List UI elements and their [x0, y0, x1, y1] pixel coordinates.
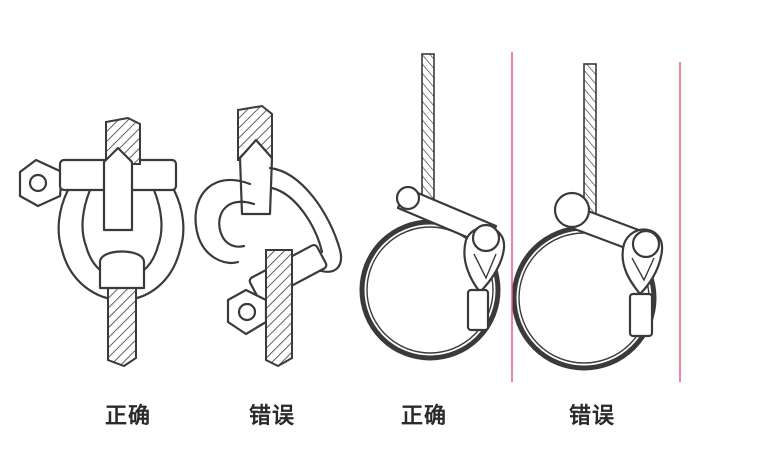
ferrule-sleeve [466, 288, 490, 332]
sling-tip-upper [238, 138, 274, 216]
shackle-body-inner [218, 200, 256, 248]
caption-shackle-correct: 正确 [104, 404, 151, 429]
caption-shackle-wrong: 错误 [248, 404, 295, 429]
upper-sling [237, 104, 273, 161]
thimble-correct-figure [359, 53, 506, 361]
shackle-body-outer [194, 178, 252, 264]
shackle-body-right-inner [270, 186, 324, 254]
sling-tip-upper [102, 146, 134, 232]
thimble-pin [471, 223, 501, 253]
wire-rope [421, 53, 435, 213]
lower-hook-loop [98, 250, 146, 290]
ferrule-sleeve [628, 292, 654, 338]
bar-end-left [395, 185, 421, 211]
shackle-pin-eye [28, 173, 48, 193]
caption-thimble-correct: 正确 [400, 404, 447, 429]
shackle-wrong-figure [194, 104, 343, 368]
thimble-wrong-figure [511, 63, 664, 371]
shackle-correct-figure [18, 116, 185, 368]
wire-rope [583, 63, 597, 215]
shackle-pin-eye [237, 302, 257, 322]
bar-end-left [553, 191, 591, 229]
shackle-body-right [268, 166, 343, 273]
caption-thimble-wrong: 错误 [568, 404, 615, 429]
thimble-pin [631, 229, 661, 259]
lower-sling [265, 249, 293, 368]
